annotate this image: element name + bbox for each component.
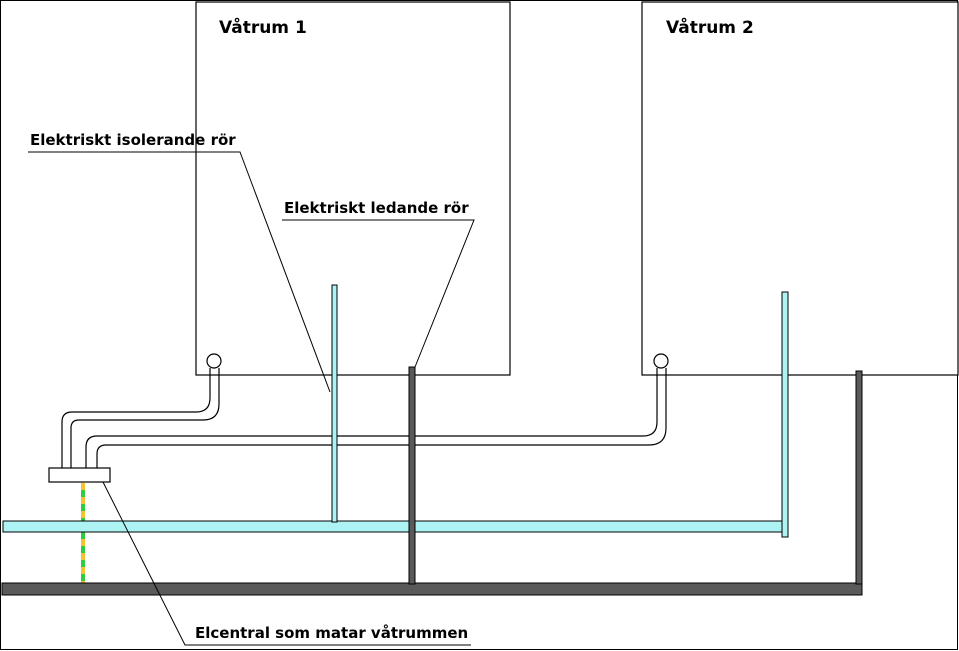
electrical-panel xyxy=(48,467,111,483)
room-2-box xyxy=(641,1,959,376)
conductive-pipe-label: Elektriskt ledande rör xyxy=(284,199,469,217)
insulating-pipe-leader xyxy=(28,151,331,393)
cable-conduit-room-2 xyxy=(85,368,667,468)
conductive-pipe-system xyxy=(1,366,863,596)
panel-leader xyxy=(102,481,471,646)
panel-label: Elcentral som matar våtrummen xyxy=(195,624,468,642)
callout-electrical-panel: Elcentral som matar våtrummen xyxy=(102,481,471,646)
room-1-box xyxy=(195,1,511,376)
room-2-title: Våtrum 2 xyxy=(666,16,754,38)
conductive-pipe-leader xyxy=(282,219,475,368)
room-2-outlet xyxy=(653,353,669,369)
insulating-pipe-label: Elektriskt isolerande rör xyxy=(30,131,236,149)
callout-insulating-pipe: Elektriskt isolerande rör xyxy=(28,131,331,393)
room-1-outlet xyxy=(206,353,222,369)
insulating-pipe-system xyxy=(2,284,789,538)
cable-conduit-room-1 xyxy=(61,368,220,468)
callout-conductive-pipe: Elektriskt ledande rör xyxy=(282,199,475,368)
room-1-title: Våtrum 1 xyxy=(219,16,307,38)
